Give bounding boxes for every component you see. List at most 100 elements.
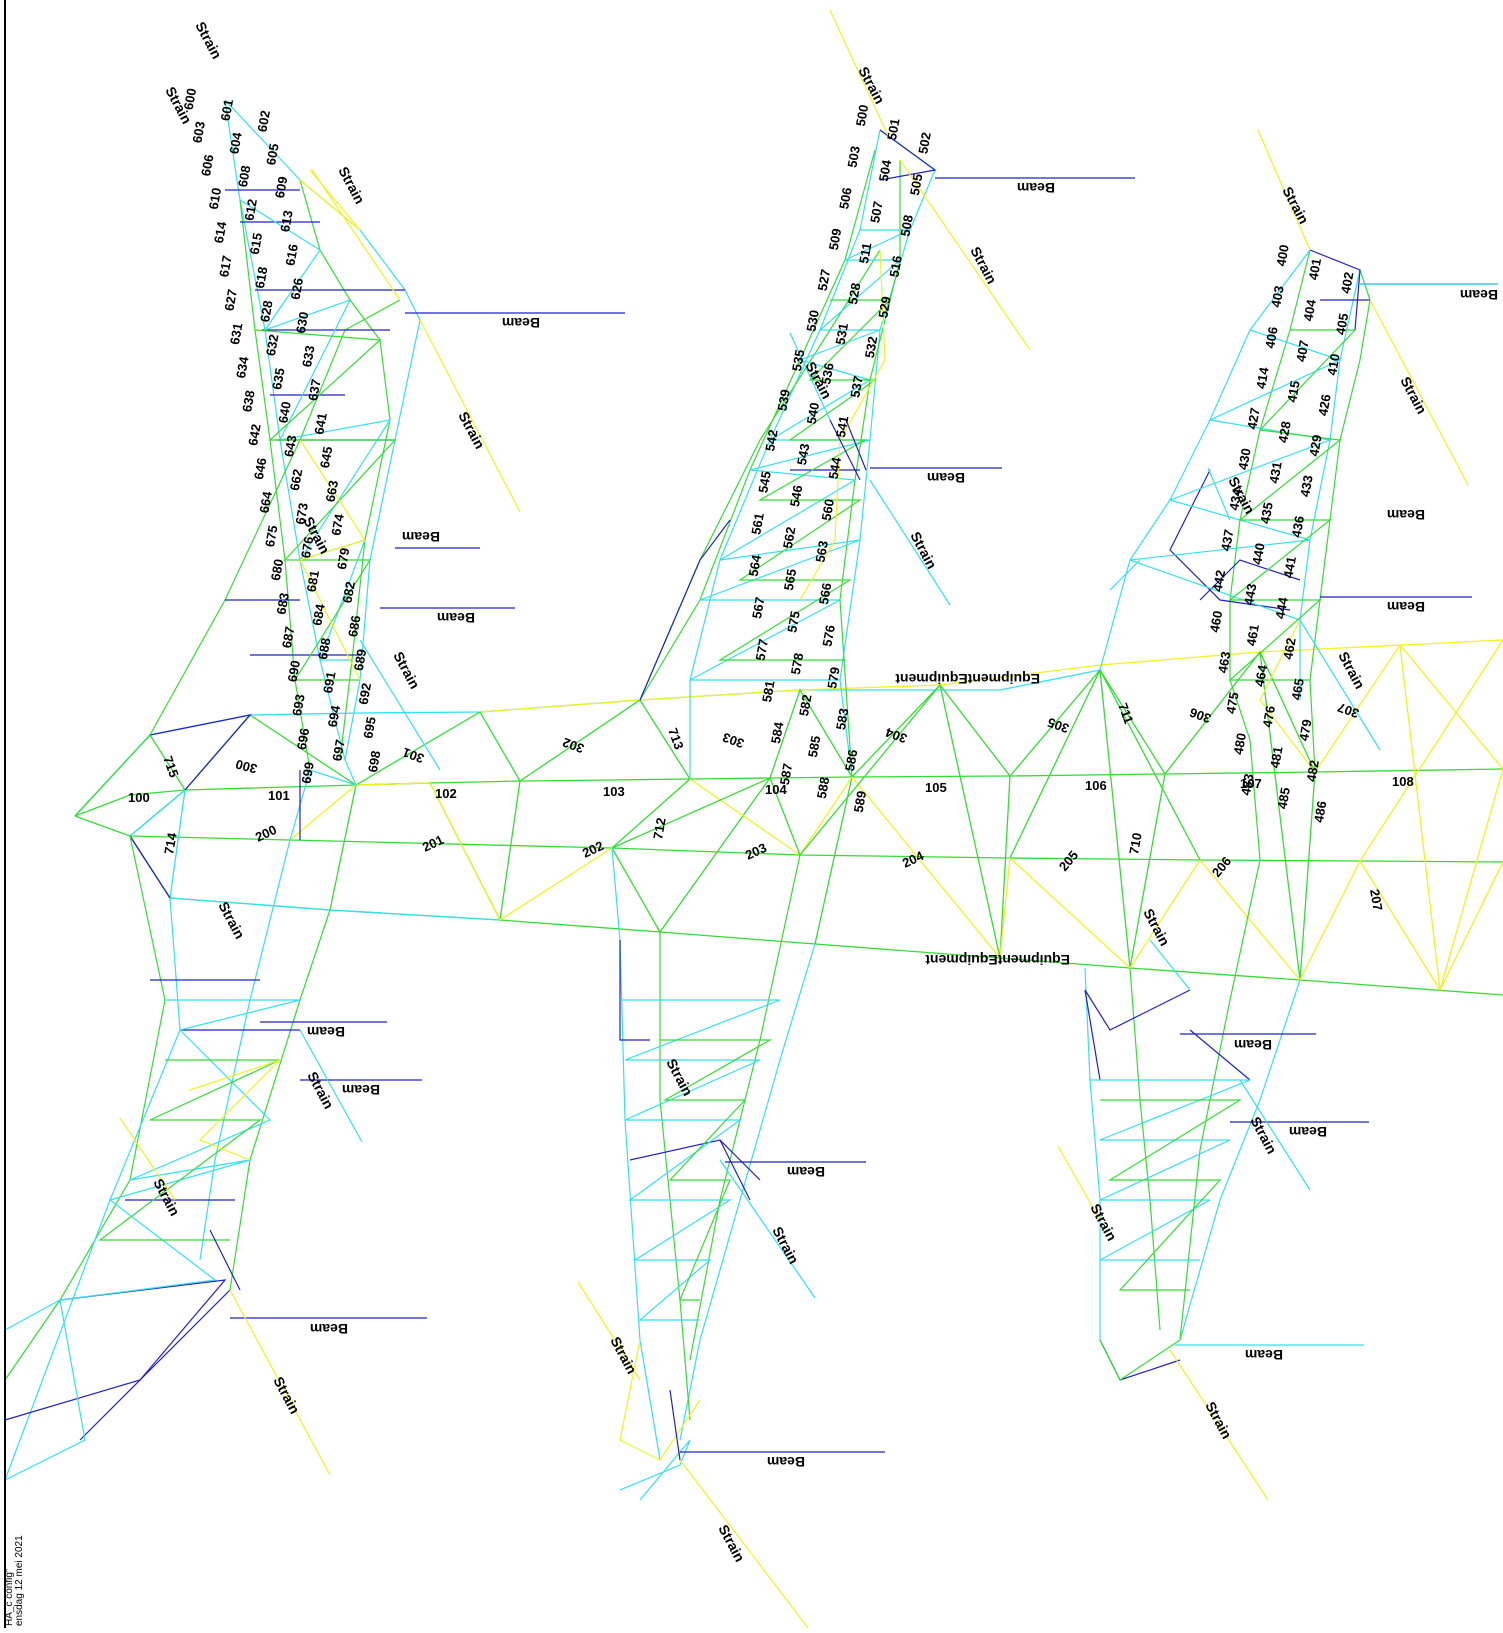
strain-tag: Strain <box>304 1069 337 1112</box>
member-label: 430 <box>1235 447 1254 471</box>
member-label: 691 <box>320 670 339 694</box>
strain-tag: Strain <box>1140 906 1173 949</box>
member-label: 481 <box>1267 745 1286 769</box>
strain-tag: Strain <box>192 19 225 62</box>
member-label: 715 <box>160 754 182 780</box>
member-label: 306 <box>1188 705 1214 727</box>
member-label: 532 <box>862 335 881 359</box>
beam-tag: Beam <box>1289 1124 1327 1140</box>
member-label: 431 <box>1266 461 1285 485</box>
member-label: 435 <box>1257 501 1276 525</box>
member-label: 461 <box>1243 623 1262 647</box>
strain-tag: Strain <box>215 899 248 942</box>
member-label: 200 <box>253 822 279 845</box>
member-label: 301 <box>401 745 427 767</box>
member-label: 480 <box>1231 732 1250 756</box>
strain-tag: Strain <box>270 1374 303 1417</box>
member-label: 581 <box>759 679 778 703</box>
footer: HA_c config" ensdag 12 mei 2021 <box>0 1530 25 1628</box>
strain-tag: Strain <box>455 409 488 452</box>
beam-tag: Beam <box>310 1321 348 1337</box>
member-label: 615 <box>247 232 266 256</box>
member-label: 429 <box>1306 434 1325 458</box>
member-label: 531 <box>833 322 852 346</box>
member-label: 583 <box>833 707 852 731</box>
member-label: 633 <box>299 344 318 368</box>
member-label: 401 <box>1306 257 1325 281</box>
member-label: 609 <box>272 175 291 199</box>
member-label: 632 <box>263 333 282 357</box>
member-label: 528 <box>845 282 864 306</box>
member-label: 406 <box>1262 326 1281 350</box>
member-label: 614 <box>211 220 230 245</box>
member-label: 697 <box>329 738 348 762</box>
member-label: 102 <box>435 786 457 801</box>
member-label: 712 <box>650 817 669 841</box>
member-label: 695 <box>360 716 379 740</box>
member-label: 427 <box>1244 407 1263 431</box>
frame-border <box>4 0 6 1628</box>
member-label: 686 <box>345 614 364 638</box>
member-label: 714 <box>161 831 180 856</box>
member-label: 483 <box>1238 773 1257 797</box>
member-label: 545 <box>755 470 774 494</box>
member-label: 664 <box>256 490 275 515</box>
member-label: 560 <box>819 498 838 522</box>
member-label: 542 <box>762 428 781 452</box>
member-label: 500 <box>853 103 872 127</box>
member-label: 699 <box>298 761 317 785</box>
member-label: 203 <box>743 840 769 863</box>
beam-tag: Beam <box>1387 507 1425 523</box>
strain-tag: Strain <box>390 649 423 692</box>
beam-tag: Beam <box>1387 599 1425 615</box>
member-label: 626 <box>288 277 307 301</box>
member-label: 437 <box>1218 528 1237 552</box>
member-label: 509 <box>826 227 845 251</box>
member-label: 535 <box>789 348 808 372</box>
member-label: 582 <box>796 693 815 717</box>
member-label: 463 <box>1215 650 1234 674</box>
member-label: 688 <box>315 637 334 661</box>
beam-tag: Beam <box>787 1164 825 1180</box>
member-label: 465 <box>1288 677 1307 701</box>
member-label: 692 <box>356 682 375 706</box>
member-label: 586 <box>842 748 861 772</box>
member-label: 616 <box>282 243 301 267</box>
member-label: 540 <box>804 401 823 425</box>
member-label: 694 <box>325 704 344 729</box>
member-label: 442 <box>1210 569 1229 593</box>
member-label: 679 <box>334 547 353 571</box>
member-label: 541 <box>833 415 852 439</box>
member-label: 303 <box>721 730 747 752</box>
member-label: 696 <box>294 727 313 751</box>
member-label: 207 <box>1367 888 1386 912</box>
member-label: 645 <box>317 445 336 469</box>
beam-tag: Beam <box>1234 1037 1272 1053</box>
member-label: 302 <box>561 735 587 757</box>
member-label: 204 <box>900 848 927 871</box>
member-label: 603 <box>189 120 208 144</box>
member-label: 604 <box>226 130 245 155</box>
member-label: 543 <box>794 442 813 466</box>
member-label: 687 <box>279 625 298 649</box>
member-label: 529 <box>875 295 894 319</box>
beam-tag: Beam <box>437 610 475 626</box>
member-label: 602 <box>254 109 273 133</box>
strain-tag: Strain <box>663 1056 696 1099</box>
member-label: 588 <box>814 776 833 800</box>
member-label: 444 <box>1272 595 1291 620</box>
member-label: 673 <box>292 502 311 526</box>
leader-lines <box>119 9 1498 1629</box>
member-label: 205 <box>1056 848 1081 874</box>
equipment-tag: EquipmentEquipment <box>925 952 1070 968</box>
member-label: 462 <box>1280 637 1299 661</box>
member-label: 101 <box>268 788 290 803</box>
beam-tag: Beam <box>502 315 540 331</box>
member-label: 479 <box>1296 718 1315 742</box>
member-label: 105 <box>925 780 947 795</box>
member-label: 675 <box>262 524 281 548</box>
member-label: 682 <box>339 580 358 604</box>
member-label: 482 <box>1303 759 1322 783</box>
member-label: 631 <box>227 322 246 346</box>
